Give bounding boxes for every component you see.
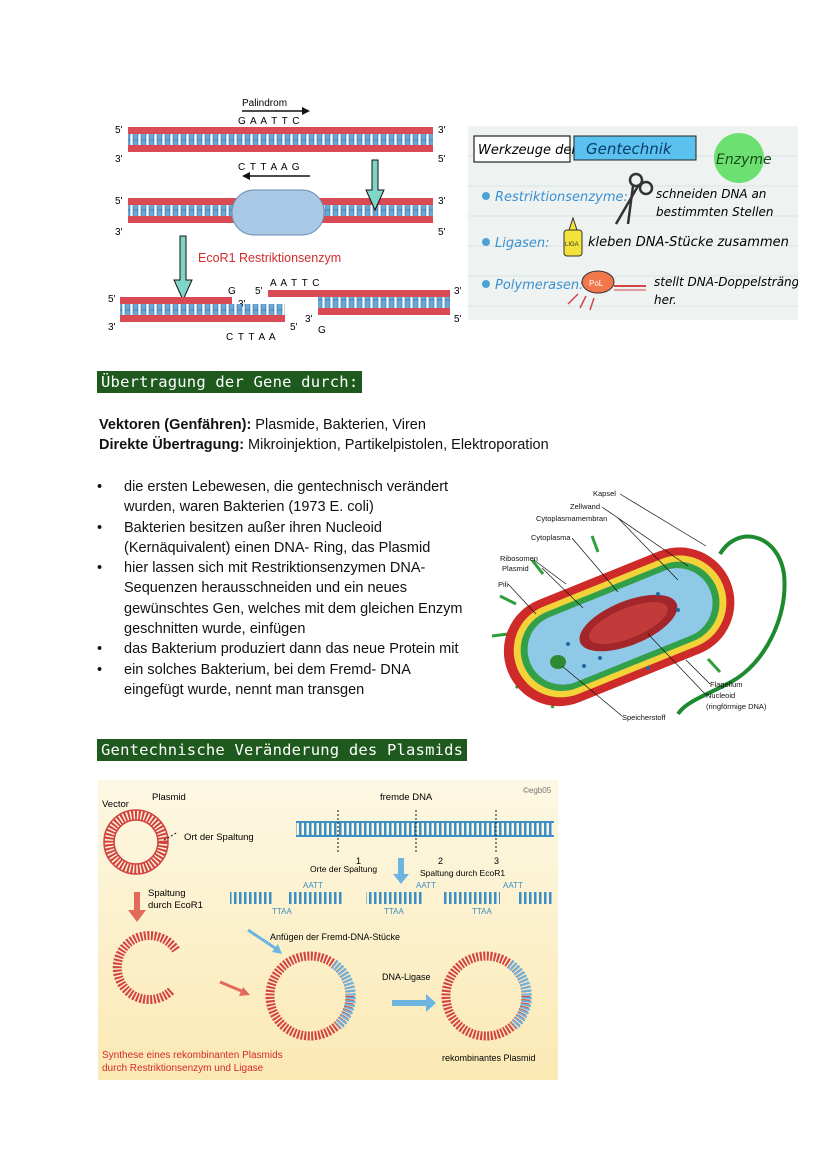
ecor1-diagram: Palindrom G A A T T C 5' 3' 3' 5' C T T … [108, 98, 462, 343]
svg-text:Cytoplasma: Cytoplasma [531, 533, 571, 542]
svg-text:Cytoplasmamembran: Cytoplasmamembran [536, 514, 607, 523]
enzyme-shape [231, 189, 325, 236]
palindrome-label: Palindrom [242, 98, 287, 109]
svg-text:©egb05: ©egb05 [523, 786, 552, 795]
facts-list: die ersten Lebewesen, die gentechnisch v… [97, 477, 472, 700]
svg-text:5': 5' [290, 322, 298, 333]
list-item: Bakterien besitzen außer ihren Nucleoid … [97, 518, 472, 559]
svg-text:3': 3' [438, 125, 446, 136]
svg-text:Ligasen:: Ligasen: [495, 236, 549, 251]
svg-text:3': 3' [115, 154, 123, 165]
svg-text:Ribosomen: Ribosomen [500, 554, 538, 563]
list-item: die ersten Lebewesen, die gentechnisch v… [97, 477, 472, 518]
svg-text:Polymerasen:: Polymerasen: [495, 278, 583, 293]
svg-text:A A T T C: A A T T C [270, 278, 321, 289]
svg-text:3: 3 [494, 856, 499, 866]
list-item: das Bakterium produziert dann das neue P… [97, 639, 472, 660]
svg-text:G: G [228, 286, 236, 297]
svg-text:Plasmid: Plasmid [152, 792, 186, 803]
svg-text:AATT: AATT [416, 881, 436, 890]
glue-bottle-icon: LIGA [563, 216, 583, 257]
svg-text:TTAA: TTAA [384, 907, 405, 916]
svg-text:bestimmten Stellen: bestimmten Stellen [656, 205, 774, 219]
svg-text:PoL: PoL [589, 279, 604, 288]
svg-text:Ort der Spaltung: Ort der Spaltung [184, 832, 254, 843]
svg-text:5': 5' [115, 196, 123, 207]
enzyme-label: EcoR1 Restriktionsenzym [198, 251, 341, 265]
svg-text:5': 5' [108, 294, 116, 305]
svg-text:5': 5' [438, 154, 446, 165]
polymerase-icon: PoL [567, 270, 646, 311]
svg-text:3': 3' [115, 227, 123, 238]
svg-text:5': 5' [454, 314, 462, 325]
svg-text:Pili: Pili [498, 580, 508, 589]
list-item: ein solches Bakterium, bei dem Fremd- DN… [97, 660, 472, 701]
svg-text:Vector: Vector [102, 799, 129, 810]
svg-text:Spaltung durch EcoR1: Spaltung durch EcoR1 [420, 868, 505, 878]
svg-text:5': 5' [438, 227, 446, 238]
list-item: hier lassen sich mit Restriktionsenzymen… [97, 558, 472, 639]
svg-text:TTAA: TTAA [472, 907, 493, 916]
enzyme-badge: Enzyme [716, 152, 772, 168]
svg-text:2: 2 [438, 856, 443, 866]
svg-text:kleben DNA-Stücke zusammen: kleben DNA-Stücke zusammen [588, 235, 789, 250]
svg-text:Anfügen der Fremd-DNA-Stücke: Anfügen der Fremd-DNA-Stücke [270, 932, 400, 942]
svg-text:1: 1 [356, 856, 361, 866]
svg-text:G: G [318, 325, 326, 336]
svg-text:her.: her. [654, 293, 677, 307]
direct-transfer-line: Direkte Übertragung: Mikroinjektion, Par… [99, 437, 549, 453]
svg-text:durch EcoR1: durch EcoR1 [148, 900, 203, 911]
bottom-sequence: C T T A A G [238, 162, 301, 173]
svg-text:Zellwand: Zellwand [570, 502, 600, 511]
svg-text:Speicherstoff: Speicherstoff [622, 713, 667, 722]
section-heading-plasmid: Gentechnische Veränderung des Plasmids [97, 739, 468, 761]
svg-text:TTAA: TTAA [272, 907, 293, 916]
svg-text:Restriktionsenzyme:: Restriktionsenzyme: [495, 190, 628, 205]
svg-text:Nucleoid: Nucleoid [706, 691, 735, 700]
tools-title-left: Werkzeuge der [478, 143, 578, 158]
svg-text:fremde DNA: fremde DNA [380, 792, 433, 803]
svg-text:Spaltung: Spaltung [148, 888, 186, 899]
svg-text:Synthese eines rekombinanten P: Synthese eines rekombinanten Plasmids [102, 1050, 283, 1061]
svg-text:3': 3' [438, 196, 446, 207]
section-heading-transfer: Übertragung der Gene durch: [97, 371, 363, 393]
svg-text:(ringförmige DNA): (ringförmige DNA) [706, 702, 767, 711]
tools-diagram: Werkzeuge der Gentechnik Enzyme Restrikt… [468, 126, 798, 320]
svg-text:5': 5' [115, 125, 123, 136]
svg-text:3': 3' [305, 314, 313, 325]
svg-text:Kapsel: Kapsel [593, 489, 616, 498]
svg-text:stellt DNA-Doppelstränge: stellt DNA-Doppelstränge [654, 275, 798, 289]
svg-text:rekombinantes Plasmid: rekombinantes Plasmid [442, 1053, 536, 1063]
svg-text:AATT: AATT [303, 881, 323, 890]
svg-text:LIGA: LIGA [565, 242, 579, 248]
svg-text:C T T A A: C T T A A [226, 332, 277, 343]
svg-text:3': 3' [108, 322, 116, 333]
svg-text:DNA-Ligase: DNA-Ligase [382, 972, 431, 982]
svg-text:AATT: AATT [503, 881, 523, 890]
bacterium-diagram: Kapsel Zellwand Cytoplasmamembran Cytopl… [491, 489, 787, 722]
svg-text:Flagellum: Flagellum [710, 680, 743, 689]
tools-title-right: Gentechnik [586, 140, 673, 158]
svg-text:durch Restriktionsenzym und Li: durch Restriktionsenzym und Ligase [102, 1063, 264, 1074]
svg-text:3': 3' [454, 286, 462, 297]
scissors-icon [614, 172, 654, 225]
svg-text:Plasmid: Plasmid [502, 564, 529, 573]
plasmid-diagram: ©egb05 Vector Plasmid fremde DNA Ort der… [98, 780, 558, 1080]
svg-text:5': 5' [255, 286, 263, 297]
vectors-line: Vektoren (Genfähren): Plasmide, Bakterie… [99, 417, 426, 433]
top-sequence: G A A T T C [238, 116, 301, 127]
svg-text:Orte der Spaltung: Orte der Spaltung [310, 864, 377, 874]
svg-text:schneiden DNA an: schneiden DNA an [656, 187, 766, 201]
